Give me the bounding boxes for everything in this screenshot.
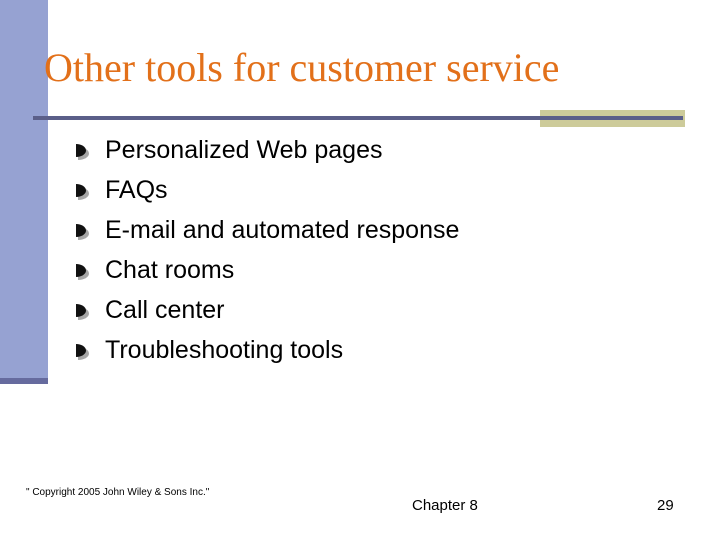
list-item: E-mail and automated response	[72, 210, 672, 250]
list-item-label: Call center	[105, 296, 225, 324]
chapter-label: Chapter 8	[412, 497, 478, 514]
list-item-label: Chat rooms	[105, 256, 235, 284]
list-item-label: Personalized Web pages	[105, 136, 383, 164]
page-number: 29	[657, 497, 674, 514]
list-item-label: Troubleshooting tools	[105, 336, 344, 364]
half-disc-bullet-icon	[72, 220, 105, 240]
list-item-label: FAQs	[105, 176, 168, 204]
half-disc-bullet-icon	[72, 180, 105, 200]
copyright-notice: " Copyright 2005 John Wiley & Sons Inc."	[26, 487, 210, 498]
title-divider-line	[33, 116, 683, 120]
list-item: Call center	[72, 290, 672, 330]
slide-title: Other tools for customer service	[44, 45, 560, 90]
list-item: FAQs	[72, 170, 672, 210]
list-item: Troubleshooting tools	[72, 330, 672, 370]
left-decorative-sidebar	[0, 0, 48, 378]
half-disc-bullet-icon	[72, 340, 105, 360]
list-item: Personalized Web pages	[72, 130, 672, 170]
half-disc-bullet-icon	[72, 260, 105, 280]
half-disc-bullet-icon	[72, 140, 105, 160]
list-item-label: E-mail and automated response	[105, 216, 460, 244]
half-disc-bullet-icon	[72, 300, 105, 320]
list-item: Chat rooms	[72, 250, 672, 290]
sidebar-bottom-accent-bar	[0, 378, 48, 384]
bullet-list: Personalized Web pages FAQs E-mail and a…	[72, 130, 672, 370]
